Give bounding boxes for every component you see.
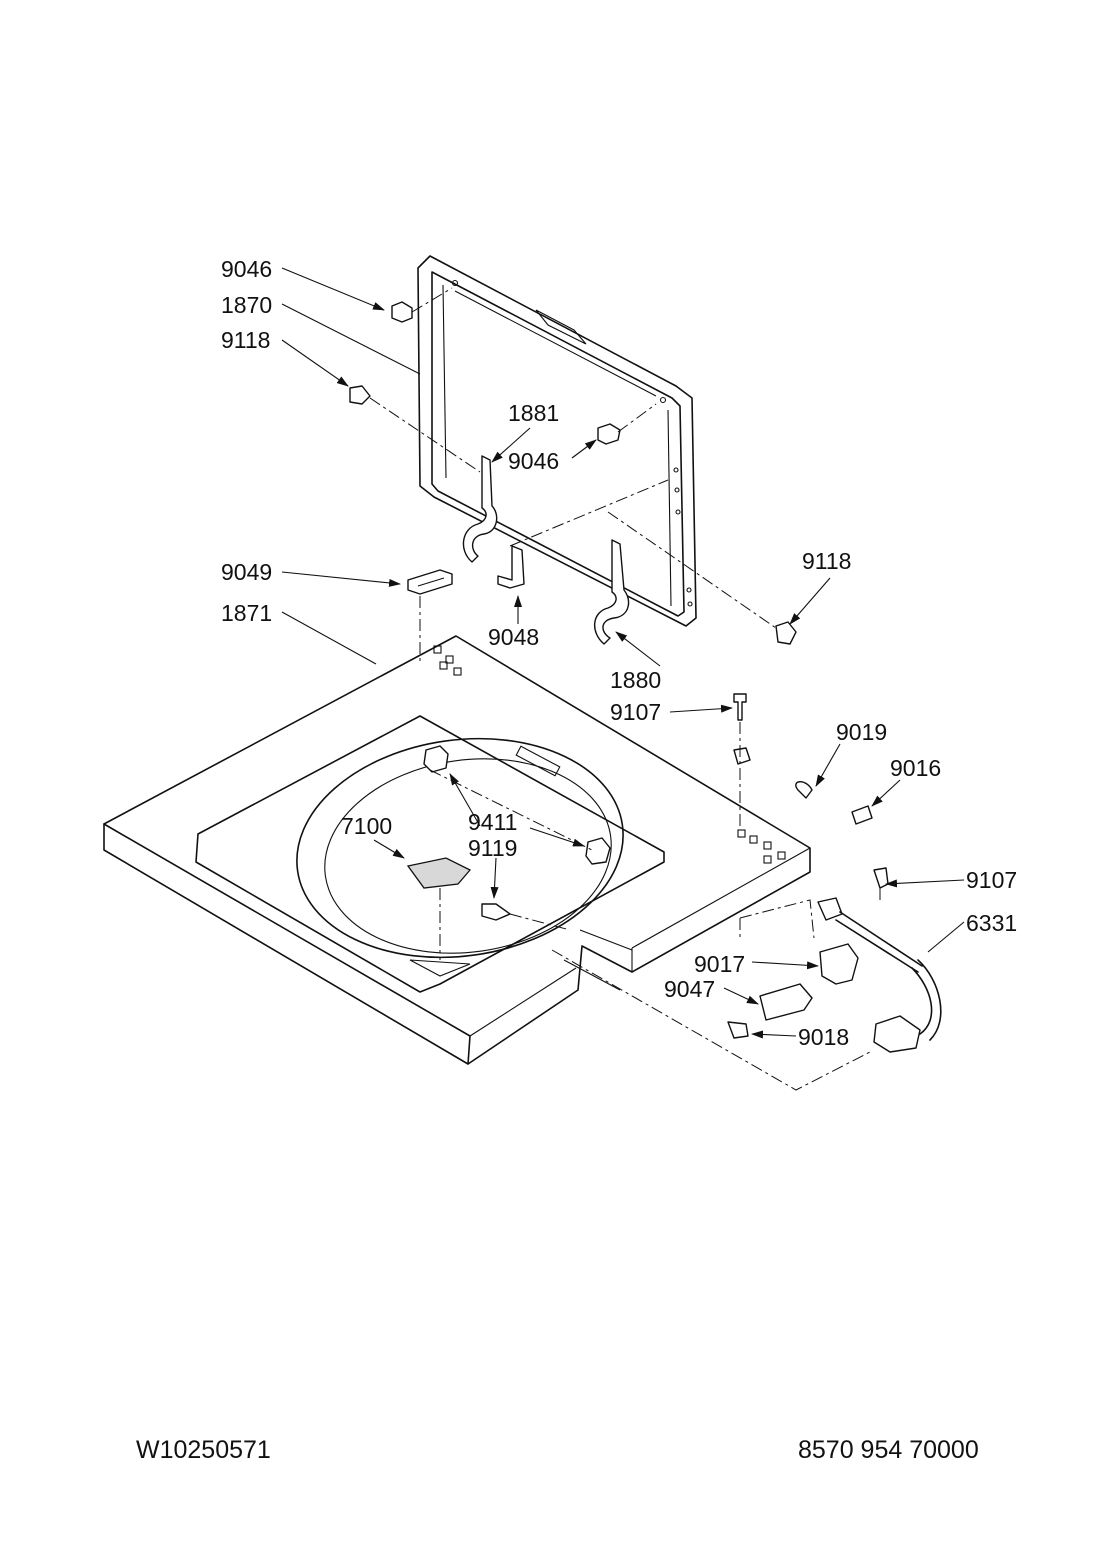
part-labels: 9046 1870 9118 1881 9046 9049 1871 9048 … xyxy=(221,256,1017,1050)
lid-switch-assembly xyxy=(727,867,942,1053)
clip-9016 xyxy=(851,805,873,825)
screw-9107-top xyxy=(733,693,747,721)
screw-9046-top xyxy=(391,301,413,323)
latch-pad-9049 xyxy=(407,569,453,595)
document-number: 8570 954 70000 xyxy=(798,1436,979,1464)
top-panel xyxy=(103,635,811,1065)
label-1881: 1881 xyxy=(508,400,559,426)
screw-9119 xyxy=(481,903,511,921)
label-1870: 1870 xyxy=(221,292,272,318)
label-9048: 9048 xyxy=(488,624,539,650)
label-7100: 7100 xyxy=(341,813,392,839)
label-9016: 9016 xyxy=(890,755,941,781)
label-9119: 9119 xyxy=(468,835,517,861)
label-9046-mid: 9046 xyxy=(508,448,559,474)
label-9107-right: 9107 xyxy=(966,867,1017,893)
lid-frame xyxy=(417,255,697,627)
handle-7100 xyxy=(406,857,472,889)
label-9018: 9018 xyxy=(798,1024,849,1050)
bumper-9411 xyxy=(423,745,611,865)
label-9118-left: 9118 xyxy=(221,327,270,353)
label-9017: 9017 xyxy=(694,951,745,977)
label-9019: 9019 xyxy=(836,719,887,745)
screw-9118-left xyxy=(349,385,371,405)
screw-9118-right xyxy=(775,621,797,645)
hinge-left xyxy=(462,455,498,563)
clip-9019 xyxy=(795,781,813,799)
label-9046-top: 9046 xyxy=(221,256,272,282)
label-9411: 9411 xyxy=(468,809,517,835)
label-1880: 1880 xyxy=(610,667,661,693)
hinge-right xyxy=(594,539,630,645)
label-6331: 6331 xyxy=(966,910,1017,936)
label-9049: 9049 xyxy=(221,559,272,585)
leader-lines xyxy=(281,267,965,1039)
label-9118-right: 9118 xyxy=(802,548,851,574)
label-9107-top: 9107 xyxy=(610,699,661,725)
bracket-9048 xyxy=(497,545,525,589)
document-id: W10250571 xyxy=(136,1436,271,1464)
label-9047: 9047 xyxy=(664,976,715,1002)
screw-9046-mid xyxy=(597,423,621,445)
clip-nut-9107 xyxy=(733,747,751,765)
label-1871: 1871 xyxy=(221,600,272,626)
